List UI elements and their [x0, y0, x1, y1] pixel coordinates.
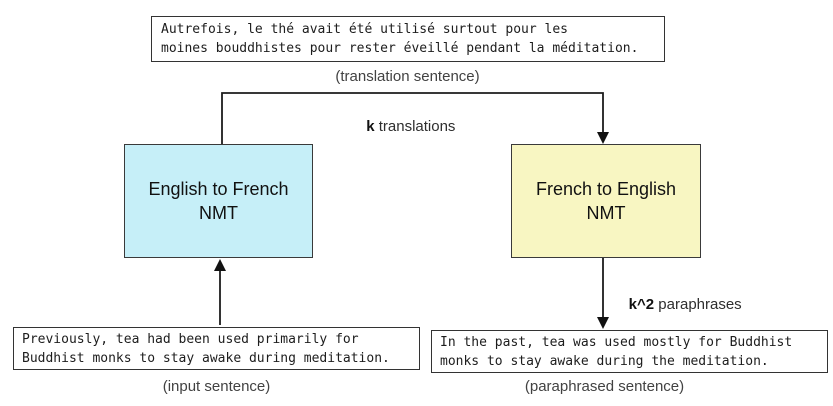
k-translations-count: k — [366, 118, 375, 135]
up-arrowhead-into-en-fr-nmt — [214, 259, 226, 271]
translation-caption: (translation sentence) — [335, 68, 480, 85]
down-arrowhead-into-fr-en-nmt — [597, 132, 609, 144]
french-to-english-nmt-box: French to English NMT — [511, 144, 701, 258]
k2-paraphrases-label: k^2 paraphrases — [612, 279, 742, 330]
k2-paraphrases-count: k^2 — [628, 296, 655, 313]
k2-paraphrases-text: paraphrases — [654, 296, 742, 313]
down-arrowhead-into-paraphrased — [597, 317, 609, 329]
input-sentence-box: Previously, tea had been used primarily … — [13, 327, 420, 370]
translation-flow-line — [221, 92, 604, 144]
k-translations-label: k translations — [330, 101, 475, 152]
translation-sentence-box: Autrefois, le thé avait été utilisé surt… — [151, 16, 665, 62]
paraphrased-caption: (paraphrased sentence) — [524, 378, 685, 395]
k-translations-text: translations — [374, 118, 456, 135]
english-to-french-nmt-box: English to French NMT — [124, 144, 313, 258]
paraphrased-sentence-box: In the past, tea was used mostly for Bud… — [431, 330, 828, 373]
input-caption: (input sentence) — [162, 378, 271, 395]
